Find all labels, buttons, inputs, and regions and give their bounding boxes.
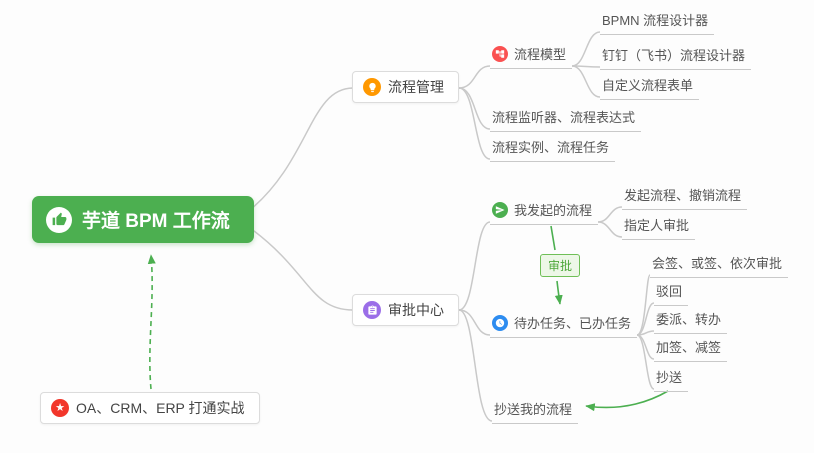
node-label: 委派、转办 <box>656 312 722 327</box>
thumbs-up-icon <box>46 206 72 233</box>
node-label: 流程实例、流程任务 <box>492 140 610 155</box>
node-process-management[interactable]: 流程管理 <box>352 71 459 103</box>
clipboard-icon <box>363 301 381 319</box>
node-assignee-approval[interactable]: 指定人审批 <box>622 215 696 240</box>
node-dingtalk-designer[interactable]: 钉钉（飞书）流程设计器 <box>600 45 752 70</box>
node-label: 抄送我的流程 <box>494 402 573 417</box>
node-custom-form[interactable]: 自定义流程表单 <box>600 75 700 100</box>
node-approval-center[interactable]: 审批中心 <box>352 294 459 326</box>
node-label: 流程监听器、流程表达式 <box>492 110 636 125</box>
node-process-model[interactable]: 流程模型 <box>490 44 573 69</box>
node-label: 驳回 <box>656 284 683 299</box>
lightbulb-icon <box>363 78 381 96</box>
node-label: 指定人审批 <box>624 218 690 233</box>
node-label: 加签、减签 <box>656 340 722 355</box>
node-label: 会签、或签、依次审批 <box>652 256 783 271</box>
node-initiate-cancel[interactable]: 发起流程、撤销流程 <box>622 185 748 210</box>
node-cc[interactable]: 抄送 <box>654 367 689 392</box>
root-node[interactable]: 芋道 BPM 工作流 <box>32 196 254 243</box>
node-listeners[interactable]: 流程监听器、流程表达式 <box>490 107 642 132</box>
node-my-processes[interactable]: 我发起的流程 <box>490 200 599 225</box>
node-label: 审批中心 <box>388 302 444 318</box>
star-icon: ★ <box>51 399 69 417</box>
node-label: 钉钉（飞书）流程设计器 <box>602 48 746 63</box>
node-label: 流程管理 <box>388 79 444 95</box>
edge-label-approval: 审批 <box>540 254 581 277</box>
node-label: 待办任务、已办任务 <box>514 316 632 331</box>
flow-tree-icon <box>492 45 508 62</box>
node-label: 抄送 <box>656 370 683 385</box>
node-label: 发起流程、撤销流程 <box>624 188 742 203</box>
node-label: OA、CRM、ERP 打通实战 <box>76 400 245 416</box>
node-instances[interactable]: 流程实例、流程任务 <box>490 137 616 162</box>
node-tasks[interactable]: 待办任务、已办任务 <box>490 313 638 338</box>
send-icon <box>492 201 508 218</box>
node-delegate-transfer[interactable]: 委派、转办 <box>654 309 728 334</box>
node-add-remove-sign[interactable]: 加签、减签 <box>654 337 728 362</box>
root-label: 芋道 BPM 工作流 <box>82 211 230 232</box>
node-reject[interactable]: 驳回 <box>654 281 689 306</box>
clock-icon <box>492 314 508 331</box>
node-label: BPMN 流程设计器 <box>602 13 709 28</box>
node-practice[interactable]: ★ OA、CRM、ERP 打通实战 <box>40 392 260 424</box>
node-countersign[interactable]: 会签、或签、依次审批 <box>650 253 789 278</box>
node-bpmn-designer[interactable]: BPMN 流程设计器 <box>600 10 715 35</box>
node-label: 我发起的流程 <box>514 203 593 218</box>
node-label: 流程模型 <box>514 47 567 62</box>
node-cc-processes[interactable]: 抄送我的流程 <box>492 399 579 424</box>
node-label: 自定义流程表单 <box>602 78 694 93</box>
